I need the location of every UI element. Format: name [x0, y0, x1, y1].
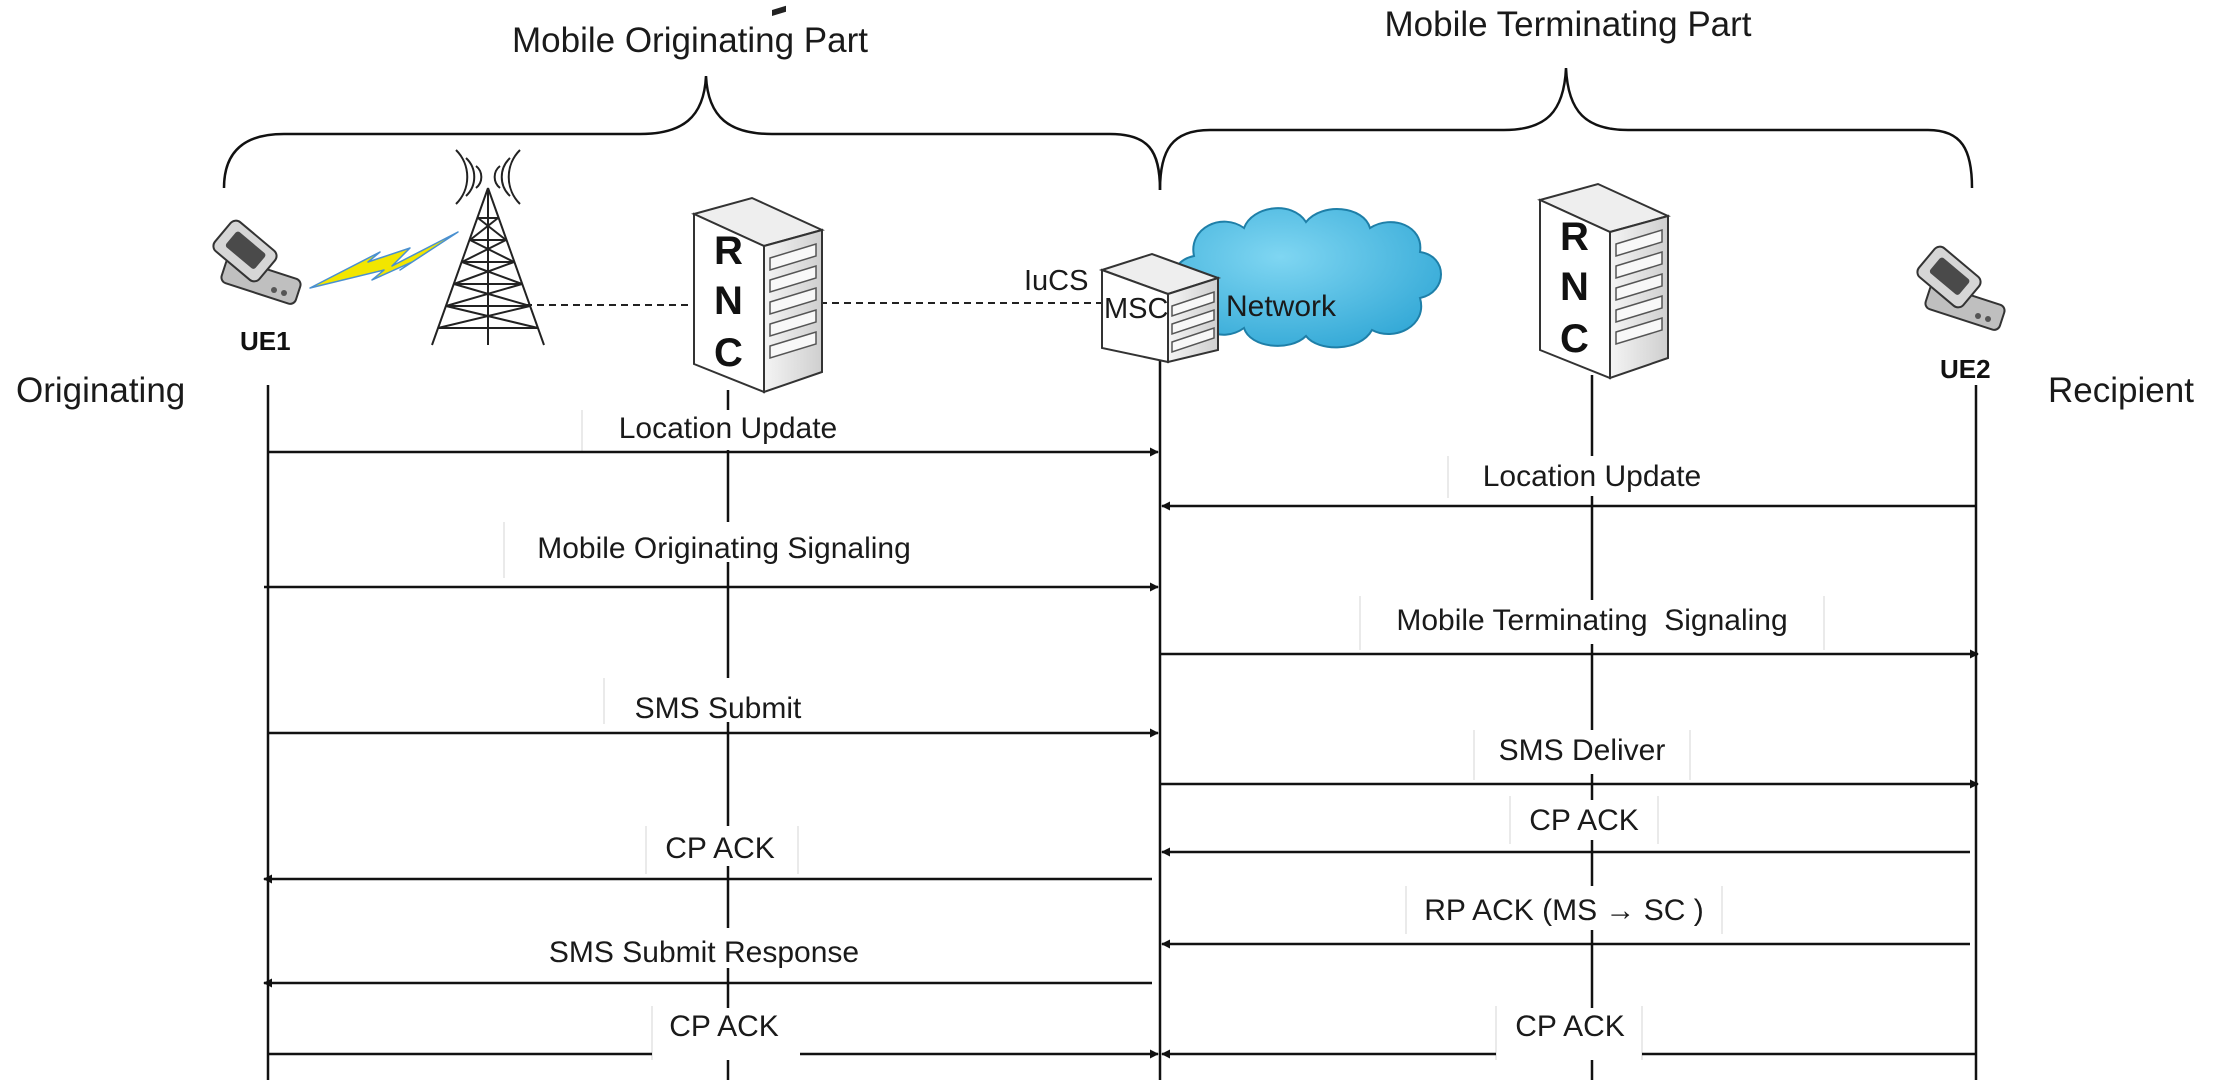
- rnc-left-letter-c: C: [714, 331, 743, 375]
- msg-cp-ack-ue1-2: CP ACK: [669, 1010, 779, 1043]
- msg-mo-signaling: Mobile Originating Signaling: [537, 532, 911, 565]
- rnc-right-letter-r: R: [1560, 215, 1589, 259]
- msg-rp-ack: RP ACK (MS → SC ): [1424, 894, 1704, 927]
- cell-tower-icon: [431, 149, 545, 346]
- msg-sms-submit: SMS Submit: [635, 692, 802, 725]
- msg-sms-submit-response: SMS Submit Response: [549, 936, 859, 969]
- terminating-part-title: Mobile Terminating Part: [1384, 5, 1751, 44]
- rnc-right-letter-n: N: [1560, 265, 1589, 309]
- msg-cp-ack-ue2-1: CP ACK: [1529, 804, 1639, 837]
- msg-sms-deliver: SMS Deliver: [1499, 734, 1666, 767]
- terminating-brace: [1158, 67, 1974, 191]
- msc-label: MSC: [1104, 293, 1168, 325]
- network-label: Network: [1226, 290, 1337, 323]
- ue1-phone-icon: [212, 219, 302, 305]
- msg-location-update-ue1: Location Update: [619, 412, 838, 445]
- ue1-label: UE1: [240, 326, 291, 356]
- originating-side-label: Originating: [16, 371, 185, 410]
- network-cloud-icon: [1172, 207, 1442, 349]
- originating-part-title: Mobile Originating Part: [512, 21, 868, 60]
- msc-server-icon: [1098, 252, 1222, 364]
- rnc-right-server-icon: [1537, 182, 1671, 380]
- msg-cp-ack-ue2-2: CP ACK: [1515, 1010, 1625, 1043]
- iucs-interface-label: IuCS: [1024, 265, 1088, 297]
- rnc-left-letter-r: R: [714, 229, 743, 273]
- rnc-left-letter-n: N: [714, 279, 743, 323]
- msg-mt-signaling: Mobile Terminating Signaling: [1396, 604, 1787, 637]
- ue2-phone-icon: [1916, 245, 2006, 331]
- originating-brace: [222, 75, 1162, 191]
- rnc-right-letter-c: C: [1560, 317, 1589, 361]
- messages: Location Update Location Update Mobile O…: [263, 410, 1979, 1060]
- rnc-left-server-icon: [691, 5, 825, 394]
- recipient-side-label: Recipient: [2048, 371, 2194, 410]
- msg-location-update-ue2: Location Update: [1483, 460, 1702, 493]
- radio-link-lightning-icon: [309, 231, 459, 289]
- msg-cp-ack-ue1-1: CP ACK: [665, 832, 775, 865]
- ue2-label: UE2: [1940, 354, 1991, 384]
